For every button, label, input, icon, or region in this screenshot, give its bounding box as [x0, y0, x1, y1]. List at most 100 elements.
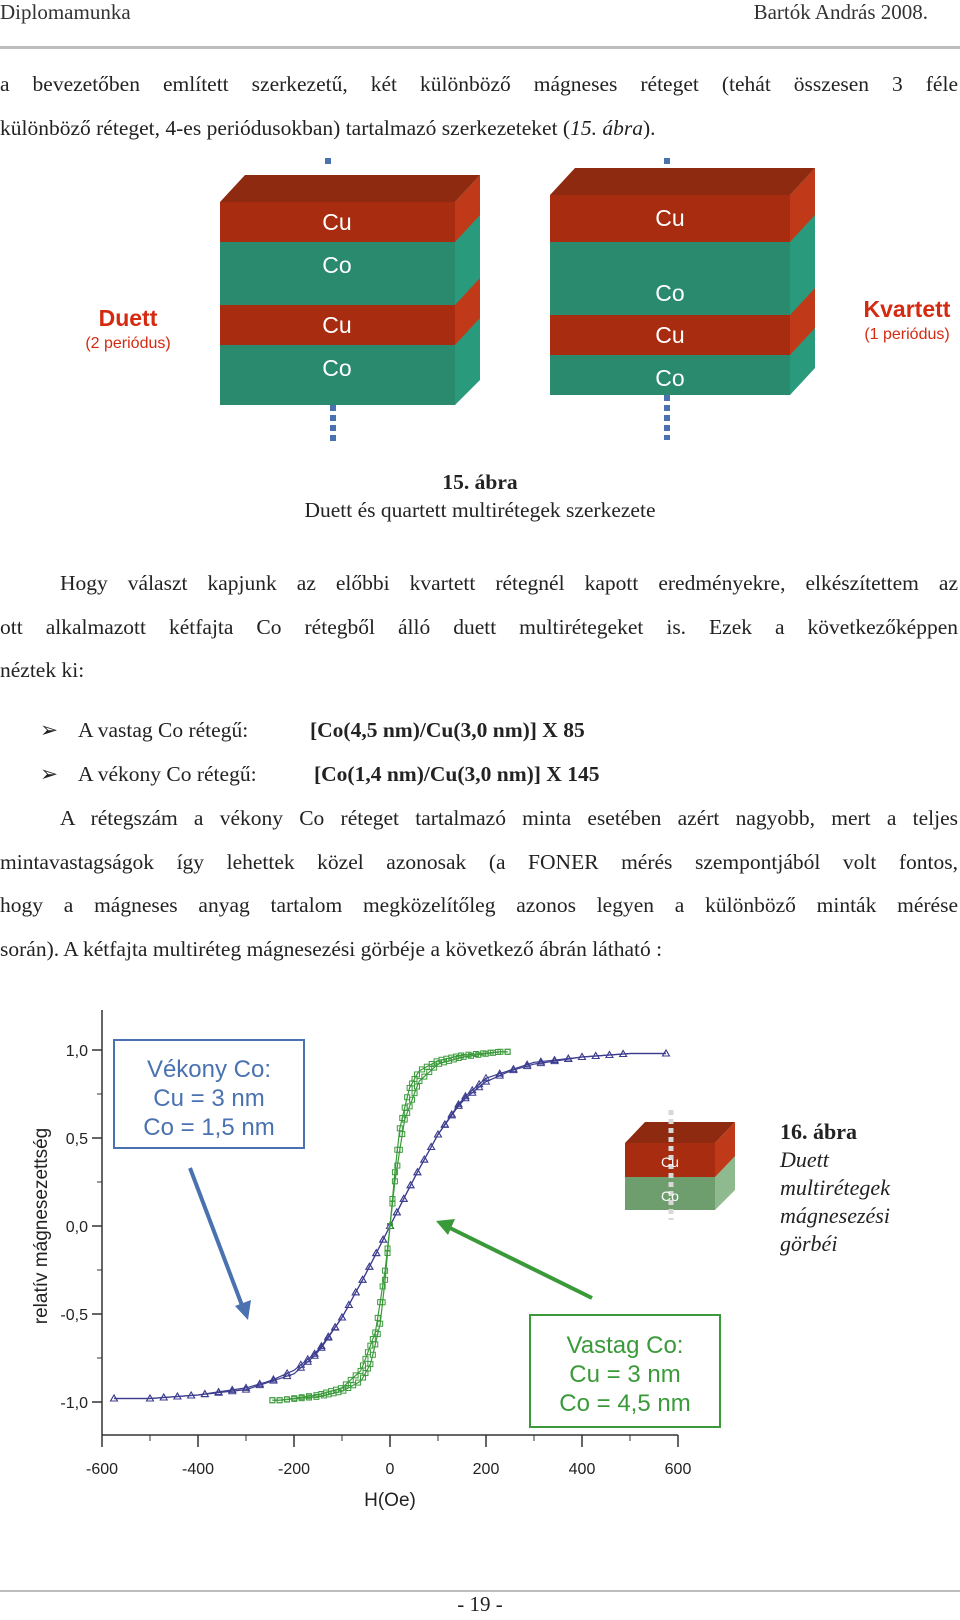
data-point [394, 1146, 401, 1153]
thin-co-arrow [188, 1167, 245, 1309]
figure-16-number: 16. ábra [780, 1119, 857, 1144]
data-point [317, 1343, 326, 1351]
figure-16-line-2: multirétegek [780, 1175, 890, 1200]
intro-line-2: különböző réteget, 4-es periódusokban) t… [0, 115, 656, 140]
para1-line-3: néztek ki: [0, 658, 85, 682]
data-point [337, 1385, 344, 1392]
data-point [298, 1394, 305, 1401]
data-point [355, 1379, 362, 1386]
bullet-arrow-icon: ➢ [40, 762, 59, 786]
kvartett-label: Kvartett [864, 296, 951, 322]
data-point [392, 1207, 402, 1216]
chart-annotations: Vékony Co: Cu = 3 nm Co = 1,5 nm Vastag … [113, 1039, 735, 1428]
data-point [563, 1054, 573, 1063]
data-point [394, 1162, 401, 1169]
data-point [605, 1050, 614, 1059]
data-point [550, 1056, 559, 1065]
figure-15-number: 15. ábra [442, 470, 518, 494]
data-point [364, 1349, 371, 1356]
thick-co-box [529, 1314, 721, 1428]
paragraph-2: A rétegszám a vékony Co réteget tartalma… [0, 797, 958, 971]
data-point [509, 1065, 518, 1074]
data-point [377, 1299, 384, 1306]
data-point [404, 1094, 411, 1101]
data-point [296, 1363, 306, 1371]
thin-co-cu: Cu = 3 nm [153, 1085, 264, 1112]
data-point [411, 1090, 418, 1097]
data-point [362, 1355, 369, 1362]
series-thick-co [269, 1048, 511, 1404]
data-point [509, 1064, 518, 1073]
data-point [282, 1371, 292, 1380]
data-point [389, 1196, 396, 1203]
kvartett-sublabel: (1 periódus) [864, 326, 949, 343]
data-point [465, 1051, 472, 1058]
data-point [421, 1073, 428, 1080]
data-point [351, 1287, 361, 1296]
data-point [371, 1248, 381, 1257]
data-point [536, 1058, 546, 1067]
x-tick-label: -200 [278, 1461, 310, 1478]
para2-line-3: hogy a mágneses anyag tartalom megközelí… [0, 893, 958, 917]
data-point [372, 1329, 379, 1336]
data-point [367, 1342, 374, 1349]
data-point [391, 1169, 398, 1176]
thick-co-co: Co = 4,5 nm [559, 1390, 690, 1417]
data-point [369, 1336, 376, 1343]
para1-line-2: ott alkalmazott kétfajta Co rétegből áll… [0, 614, 958, 639]
y-tick-label: 0,5 [66, 1131, 88, 1148]
data-point [379, 1283, 386, 1290]
data-point [550, 1055, 559, 1064]
duett-layer-4: Co [322, 355, 351, 381]
data-point [306, 1393, 313, 1400]
data-point [382, 1276, 389, 1283]
kvartett-layer-1: Cu [655, 205, 684, 231]
x-tick-label: 600 [665, 1461, 692, 1478]
inset-layer-co: Co [661, 1188, 679, 1204]
page-number: - 19 - [457, 1592, 503, 1616]
thin-co-box [113, 1039, 305, 1149]
x-tick-label: -600 [86, 1461, 118, 1478]
data-point [323, 1332, 333, 1340]
data-point [461, 1093, 470, 1102]
data-point [145, 1393, 155, 1402]
data-point [109, 1393, 119, 1402]
data-point [269, 1376, 278, 1384]
data-point [661, 1049, 671, 1057]
data-point [433, 1129, 443, 1138]
data-point [352, 1372, 359, 1379]
data-point [481, 1073, 491, 1082]
bullet-arrow-icon: ➢ [40, 718, 59, 742]
header-rule [0, 46, 960, 49]
data-point [269, 1374, 278, 1383]
kvartett-stack: Cu Co Cu Co [550, 168, 815, 395]
figure-15-caption: Duett és quartett multirétegek szerkezet… [304, 498, 656, 522]
data-point [283, 1396, 290, 1403]
data-point [200, 1389, 210, 1398]
data-point [365, 1262, 374, 1270]
data-point [378, 1235, 388, 1243]
data-point [406, 1180, 415, 1189]
bullet-1-formula: [Co(4,5 nm)/Cu(3,0 nm)] X 85 [310, 718, 585, 742]
data-point [347, 1376, 354, 1383]
header-author: Bartók András 2008. [753, 0, 928, 24]
y-tick-label: -1,0 [60, 1395, 88, 1412]
thin-co-co: Co = 1,5 nm [143, 1114, 274, 1141]
footer-rule [0, 1590, 960, 1592]
series-line [272, 1051, 508, 1401]
data-point [454, 1101, 463, 1109]
data-point [241, 1385, 251, 1393]
duett-layer-1: Cu [322, 209, 351, 235]
data-point [396, 1125, 403, 1132]
data-point [504, 1048, 511, 1055]
data-point [522, 1061, 532, 1070]
x-tick-label: -400 [182, 1461, 214, 1478]
kvartett-layer-2: Co [655, 280, 684, 306]
data-point [413, 1167, 422, 1176]
x-tick-label: 200 [473, 1461, 500, 1478]
para2-line-4: során). A kétfajta multiréteg mágnesezés… [0, 936, 663, 961]
data-point [337, 1313, 347, 1321]
data-point [426, 1142, 436, 1151]
